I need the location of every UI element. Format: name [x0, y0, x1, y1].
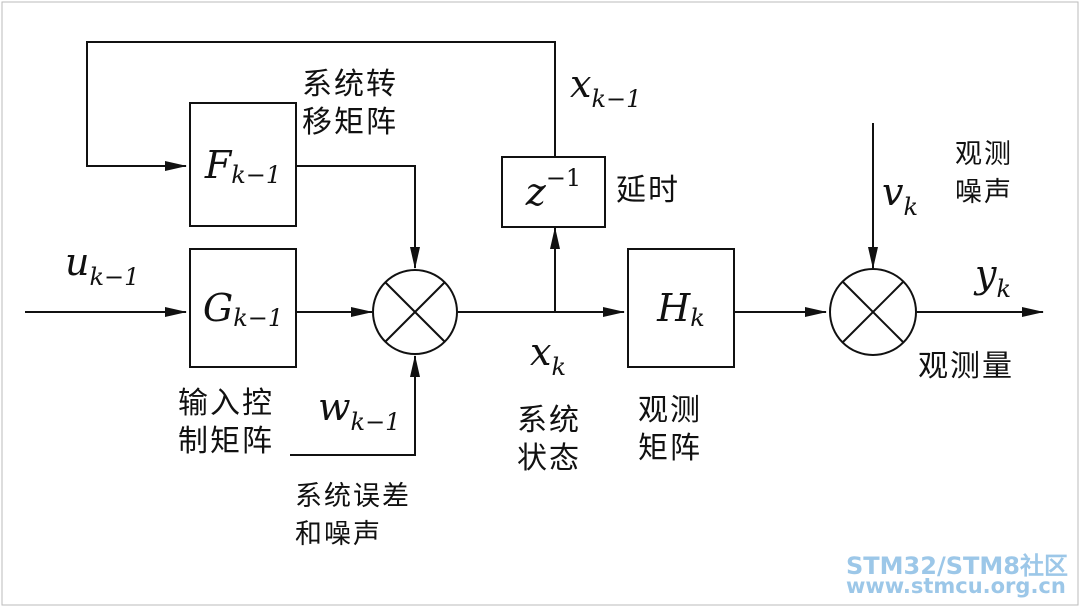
f-to-mult-arrow	[296, 165, 420, 269]
block-f-label: 系统转移矩阵	[302, 67, 398, 140]
watermark-title: STM32/STM8社区	[846, 552, 1068, 580]
signal-x: xk	[530, 330, 566, 381]
feedback-arrow	[86, 41, 556, 171]
signal-x-label: 系统状态	[517, 403, 581, 476]
signal-x-prev: xk−1	[570, 62, 642, 113]
watermark-url: www.stmcu.org.cn	[846, 574, 1066, 598]
signal-v-label: 观测噪声	[955, 139, 1013, 208]
multiplier-1	[372, 269, 458, 355]
block-g-label: 输入控制矩阵	[178, 386, 274, 459]
block-delay-label: 延时	[616, 173, 680, 208]
block-delay	[501, 156, 606, 228]
block-h-label: 观测矩阵	[638, 393, 702, 466]
signal-y-label: 观测量	[918, 349, 1014, 384]
signal-v: vk	[882, 170, 919, 221]
block-delay-symbol: z−1	[525, 164, 582, 214]
multiplier-2	[829, 268, 917, 356]
w-arrow	[290, 355, 420, 456]
signal-w-label: 系统误差和噪声	[295, 481, 411, 550]
signal-y: yk	[975, 252, 1012, 303]
block-f	[189, 102, 297, 227]
block-g	[189, 248, 297, 368]
signal-u: uk−1	[65, 240, 140, 291]
signal-w: wk−1	[318, 385, 401, 436]
block-h	[627, 248, 735, 368]
